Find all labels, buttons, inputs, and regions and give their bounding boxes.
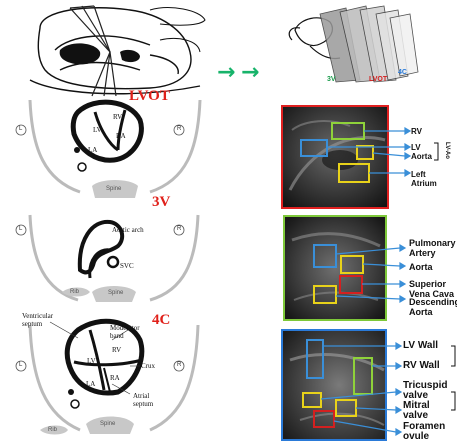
lv-ao-bracket	[434, 143, 438, 160]
us2-label-pulmonary-artery: Pulmonary Artery	[409, 238, 457, 258]
us-panel-2	[284, 216, 386, 320]
wall-bracket	[451, 346, 455, 366]
us1-label-rv: RV	[411, 127, 422, 136]
us3-label-foramen: Foramen ovule	[403, 422, 449, 442]
us2-label-svc: Superior Vena Cava	[409, 279, 457, 299]
us2-label-descending-aorta: Descending Aorta	[409, 297, 457, 317]
us3-label-rv-wall: RV Wall	[403, 361, 440, 371]
us3-label-tricuspid: Tricuspid valve	[403, 381, 451, 401]
us3-label-mitral: Mitral valve	[403, 401, 443, 421]
us2-label-aorta: Aorta	[409, 262, 433, 272]
us3-label-lv-wall: LV Wall	[403, 341, 438, 351]
valve-bracket	[451, 392, 455, 410]
us1-label-lv: LV	[411, 143, 421, 152]
us1-label-aorta: Aorta	[411, 152, 432, 161]
us1-bracket-lv-ao: LV-Ao	[444, 142, 450, 159]
us1-label-left-atrium: Left Atrium	[411, 170, 441, 188]
us-panel-1	[282, 106, 388, 208]
